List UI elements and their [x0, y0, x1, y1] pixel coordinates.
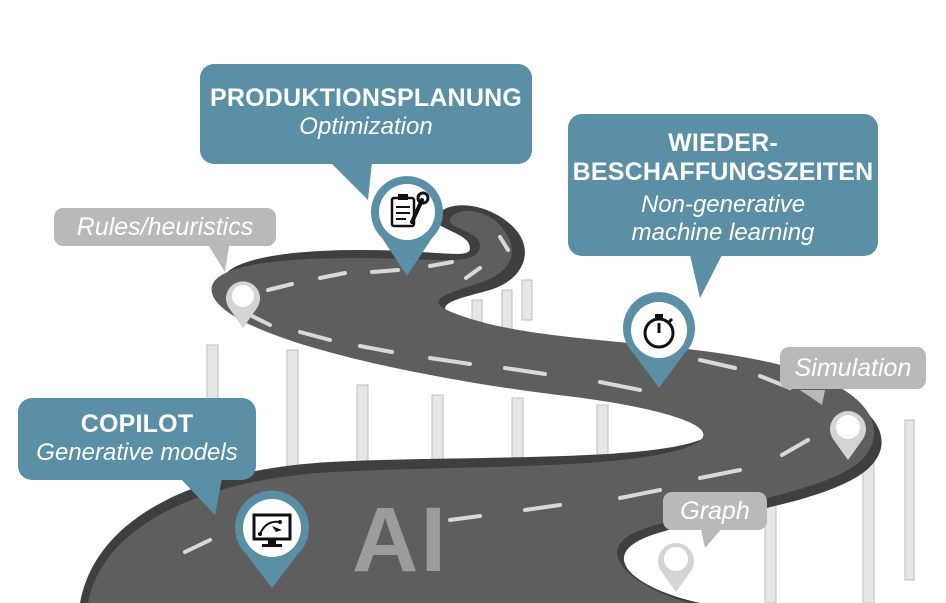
bubble-wiederbeschaffung: WIEDER- BESCHAFFUNGSZEITEN Non-generativ…	[568, 114, 878, 256]
bubble-produktionsplanung-subtitle: Optimization	[200, 113, 532, 141]
monitor-vector-icon	[232, 490, 312, 590]
bubble-produktionsplanung-title: PRODUKTIONSPLANUNG	[200, 84, 532, 113]
bubble-wiederbeschaffung-subtitle-line2: machine learning	[568, 219, 878, 247]
bubble-graph: Graph	[663, 492, 767, 530]
bubble-copilot-title: COPILOT	[18, 410, 256, 439]
ai-center-label: AI	[352, 490, 448, 590]
location-pin-icon	[224, 278, 262, 330]
bubble-rules: Rules/heuristics	[54, 208, 276, 246]
bubble-wiederbeschaffung-title-line2: BESCHAFFUNGSZEITEN	[568, 158, 878, 187]
bubble-copilot: COPILOT Generative models	[18, 398, 256, 480]
bubble-copilot-subtitle: Generative models	[18, 439, 256, 467]
stopwatch-icon	[620, 292, 698, 390]
bubble-wiederbeschaffung-title-line1: WIEDER-	[568, 129, 878, 158]
location-pin-icon	[656, 540, 696, 594]
location-pin-icon	[828, 408, 868, 462]
clipboard-wrench-icon	[368, 174, 446, 278]
bubble-produktionsplanung: PRODUKTIONSPLANUNG Optimization	[200, 64, 532, 164]
bubble-wiederbeschaffung-subtitle-line1: Non-generative	[568, 191, 878, 219]
bubble-simulation: Simulation	[780, 347, 926, 389]
